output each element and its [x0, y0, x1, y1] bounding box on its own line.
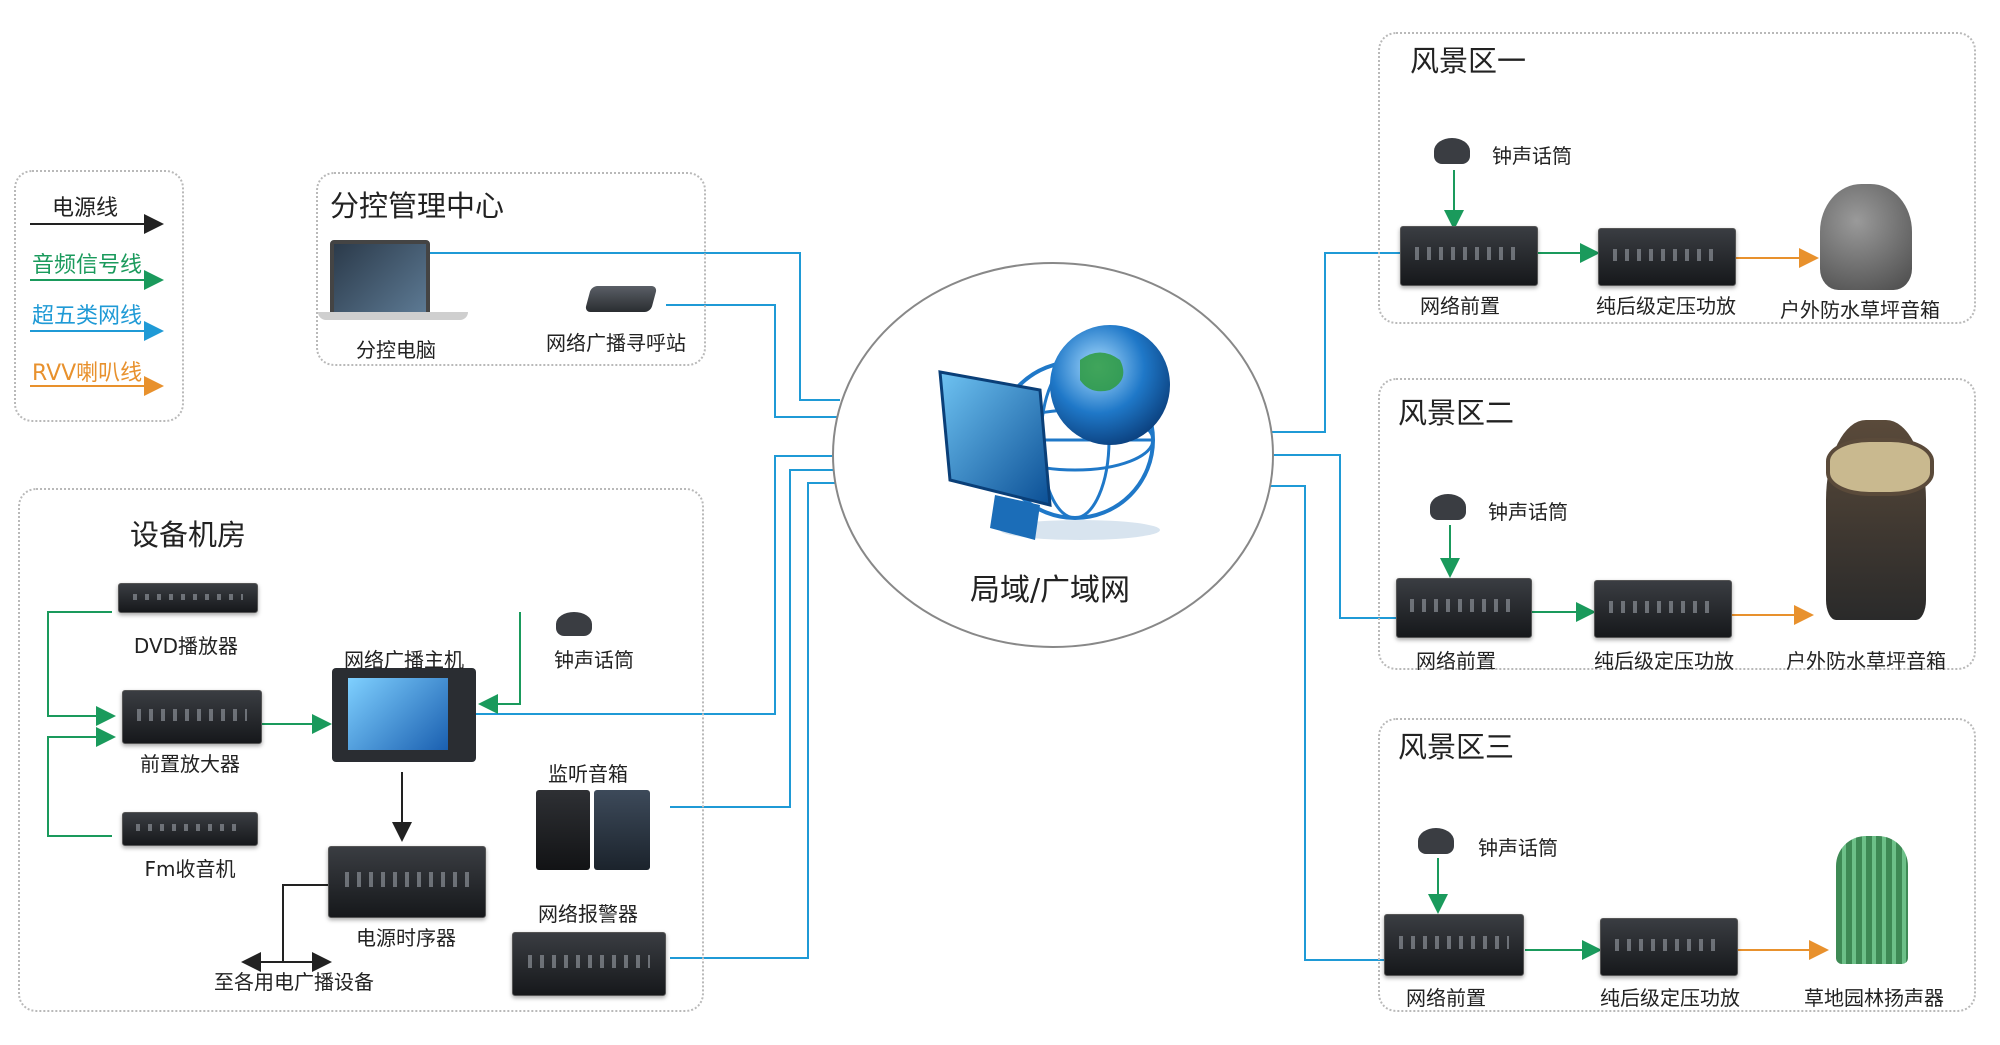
zone-3-amp-icon [1600, 918, 1738, 976]
zone-1-mic-icon [1434, 138, 1470, 164]
host-label: 网络广播主机 [344, 648, 464, 672]
paging-station-label: 网络广播寻呼站 [546, 331, 686, 355]
zone-3-amp-label: 纯后级定压功放 [1600, 986, 1740, 1010]
fm-radio-icon [122, 812, 258, 846]
fm-label: Fm收音机 [144, 857, 236, 881]
legend-audio-label: 音频信号线 [32, 253, 143, 278]
control-pc-label: 分控电脑 [356, 338, 436, 362]
zone-1-amp-icon [1598, 228, 1736, 286]
zone-3-mic-icon [1418, 828, 1454, 854]
zone-2-sign-icon [1826, 438, 1934, 496]
dvd-player-icon [118, 583, 258, 613]
monitor-speaker-back-icon [594, 790, 650, 870]
zone-3-box [1378, 718, 1976, 1012]
alarm-label: 网络报警器 [538, 902, 638, 926]
legend-power-label: 电源线 [52, 196, 119, 221]
equipment-room-box [18, 488, 704, 1012]
control-center-title: 分控管理中心 [330, 189, 505, 223]
network-alarm-icon [512, 932, 666, 996]
zone-2-front-icon [1396, 578, 1532, 638]
zone-2-amp-label: 纯后级定压功放 [1594, 649, 1734, 673]
zone-3-mic-label: 钟声话筒 [1478, 836, 1558, 860]
zone-3-front-icon [1384, 914, 1524, 976]
broadcast-host-icon [332, 668, 476, 762]
zone-3-speaker-label: 草地园林扬声器 [1804, 986, 1944, 1010]
preamp-icon [122, 690, 262, 744]
zone-1-amp-label: 纯后级定压功放 [1596, 294, 1736, 318]
zone-1-box [1378, 32, 1976, 324]
legend-box [14, 170, 184, 422]
legend-lines [30, 214, 164, 396]
legend-network-label: 超五类网线 [32, 304, 143, 329]
zone-1-speaker-label: 户外防水草坪音箱 [1780, 298, 1940, 322]
zone-2-speaker-label: 户外防水草坪音箱 [1786, 649, 1946, 673]
zone-1-front-icon [1400, 226, 1538, 286]
audio-lines [47, 170, 1602, 960]
zone-2-box [1378, 378, 1976, 670]
zone-2-mic-label: 钟声话筒 [1488, 500, 1568, 524]
zone-2-title: 风景区二 [1398, 396, 1515, 430]
zone-2-front-label: 网络前置 [1416, 649, 1496, 673]
room-mic-label: 钟声话筒 [554, 648, 634, 672]
legend-speaker-label: RVV喇叭线 [32, 361, 143, 386]
power-sequencer-icon [328, 846, 486, 918]
zone-1-front-label: 网络前置 [1420, 294, 1500, 318]
network-cables [418, 252, 1400, 961]
zone-3-title: 风景区三 [1398, 730, 1515, 764]
equipment-room-title: 设备机房 [130, 518, 247, 552]
other-devices-label: 至各用电广播设备 [214, 970, 374, 994]
monitor-speaker-icon [536, 790, 590, 870]
laptop-base-icon [318, 312, 468, 320]
zone-2-mic-icon [1430, 494, 1466, 520]
laptop-icon [330, 240, 430, 318]
room-mic-icon [556, 612, 592, 636]
power-lines [241, 772, 412, 972]
zone-2-amp-icon [1594, 580, 1732, 638]
zone-3-column-speaker-icon [1836, 836, 1908, 964]
network-globe-icon [938, 325, 1170, 540]
dvd-label: DVD播放器 [133, 634, 239, 658]
paging-mic-icon [584, 286, 658, 312]
sequencer-label: 电源时序器 [356, 926, 456, 950]
zone-1-title: 风景区一 [1410, 44, 1527, 78]
network-label: 局域/广域网 [969, 573, 1131, 608]
monitor-label: 监听音箱 [548, 762, 628, 786]
host-screen [348, 678, 448, 750]
preamp-label: 前置放大器 [140, 752, 240, 776]
zone-1-mic-label: 钟声话筒 [1492, 144, 1572, 168]
zone-3-front-label: 网络前置 [1406, 986, 1486, 1010]
speaker-lines [1732, 248, 1829, 960]
zone-1-rock-speaker-icon [1820, 184, 1912, 290]
control-center-box [316, 172, 706, 366]
